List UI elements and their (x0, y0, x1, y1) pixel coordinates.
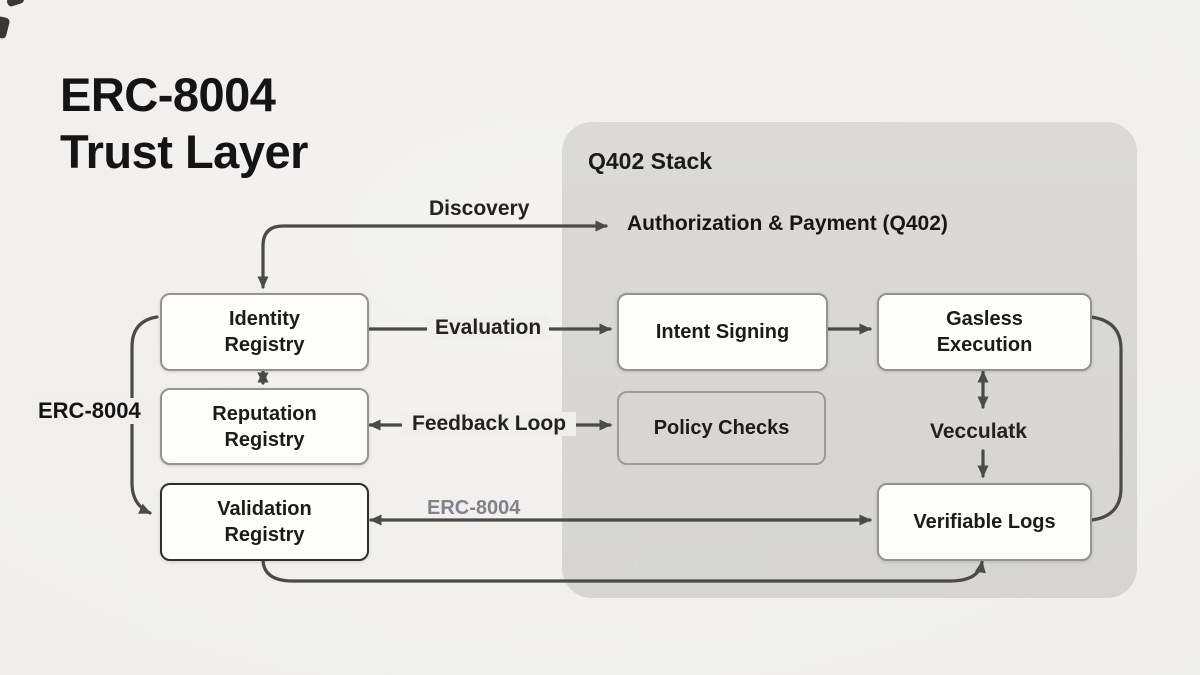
edge-label-erc8004-link: ERC-8004 (427, 497, 521, 519)
node-reputation-registry: Reputation Registry (160, 388, 369, 465)
edge-label-vecculatk: Vecculatk (930, 420, 1027, 443)
right-bracket-connector (1089, 315, 1123, 522)
node-authorization-payment: Authorization & Payment (Q402) (627, 212, 948, 235)
validation-logs-return-connector (261, 557, 986, 583)
node-policy-checks: Policy Checks (617, 391, 826, 465)
edge-label-feedback-loop: Feedback Loop (402, 412, 577, 436)
node-gasless-execution: Gasless Execution (877, 293, 1092, 371)
node-identity-registry: Identity Registry (160, 293, 369, 371)
node-verifiable-logs: Verifiable Logs (877, 483, 1092, 561)
edge-label-evaluation: Evaluation (427, 316, 550, 340)
edge-label-erc8004-bracket: ERC-8004 (32, 398, 147, 424)
panel-title: Q402 Stack (588, 148, 713, 174)
diagram-title: ERC-8004 Trust Layer (60, 68, 308, 179)
discovery-arrow (257, 220, 608, 289)
node-intent-signing: Intent Signing (617, 293, 828, 371)
edge-label-discovery: Discovery (429, 197, 530, 220)
node-validation-registry: Validation Registry (160, 483, 369, 561)
